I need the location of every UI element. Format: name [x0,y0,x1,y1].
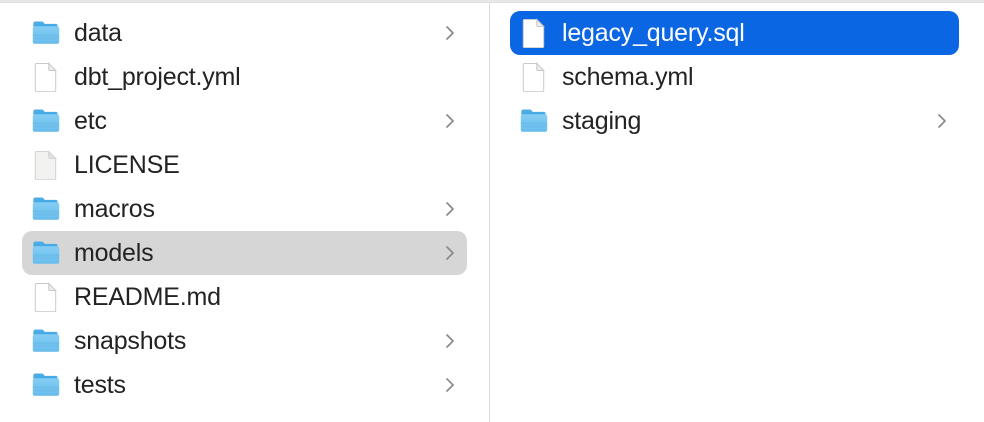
chevron-right-icon [443,23,457,43]
chevron-right-icon [443,331,457,351]
folder-icon [32,106,60,136]
folder-icon [520,106,548,136]
folder-row[interactable]: snapshots [22,319,467,363]
file-list-child: legacy_query.sql schema.yml [490,11,983,143]
item-label: macros [74,195,155,223]
item-label: dbt_project.yml [74,63,241,91]
item-label: tests [74,371,126,399]
file-list-parent: data dbt_project.yml [0,11,489,407]
document-gray-icon [32,150,60,180]
item-label: legacy_query.sql [562,19,745,47]
folder-row[interactable]: staging [510,99,959,143]
item-label: README.md [74,283,221,311]
folder-row[interactable]: models [22,231,467,275]
folder-icon [32,370,60,400]
item-label: data [74,19,122,47]
chevron-right-icon [443,111,457,131]
chevron-right-icon [443,243,457,263]
document-icon [32,282,60,312]
file-row[interactable]: LICENSE [22,143,467,187]
finder-column-child[interactable]: legacy_query.sql schema.yml [490,3,983,422]
item-label: schema.yml [562,63,694,91]
item-label: snapshots [74,327,187,355]
folder-icon [32,194,60,224]
folder-icon [32,238,60,268]
document-icon [32,62,60,92]
window-top-hairline [0,0,984,3]
item-label: staging [562,107,642,135]
file-row[interactable]: legacy_query.sql [510,11,959,55]
chevron-right-icon [935,111,949,131]
item-label: models [74,239,154,267]
finder-column-parent[interactable]: data dbt_project.yml [0,3,490,422]
finder-column-browser: data dbt_project.yml [0,3,984,422]
chevron-right-icon [443,375,457,395]
folder-icon [32,326,60,356]
document-icon [520,18,548,48]
document-icon [520,62,548,92]
file-row[interactable]: dbt_project.yml [22,55,467,99]
folder-row[interactable]: data [22,11,467,55]
folder-icon [32,18,60,48]
file-row[interactable]: schema.yml [510,55,959,99]
file-row[interactable]: README.md [22,275,467,319]
item-label: etc [74,107,107,135]
chevron-right-icon [443,199,457,219]
folder-row[interactable]: etc [22,99,467,143]
item-label: LICENSE [74,151,180,179]
folder-row[interactable]: tests [22,363,467,407]
folder-row[interactable]: macros [22,187,467,231]
